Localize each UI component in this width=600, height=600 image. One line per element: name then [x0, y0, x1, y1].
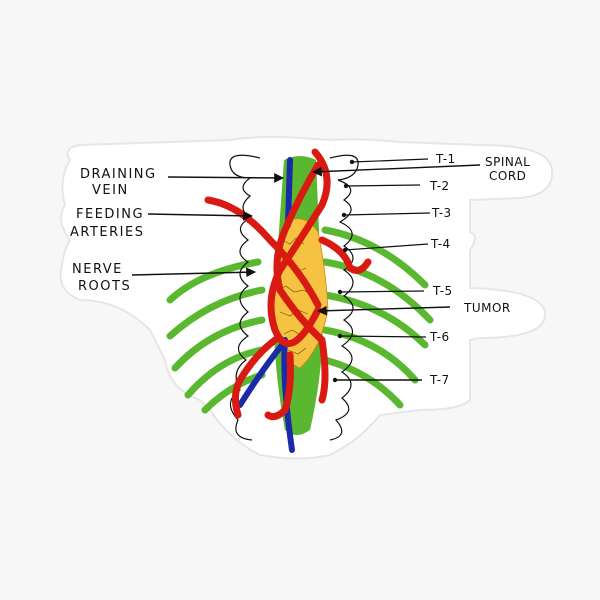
label-text: CORD: [489, 169, 526, 183]
label-t3: T-3: [341, 206, 452, 220]
label-text: ARTERIES: [70, 225, 144, 240]
label-t2: T-2: [343, 179, 450, 193]
feeding-arteries: [204, 148, 372, 421]
label-text: SPINAL: [485, 155, 530, 169]
label-text: T-7: [429, 373, 450, 387]
label-text: FEEDING: [76, 207, 144, 222]
label-t1: T-1: [349, 152, 456, 166]
label-t7: T-7: [332, 373, 450, 387]
nerve-roots: [166, 226, 434, 414]
label-t6: T-6: [337, 330, 450, 344]
label-text: T-5: [432, 284, 453, 298]
label-text: T-3: [431, 206, 452, 220]
leader-arrow: [312, 164, 481, 177]
label-text: NERVE: [72, 262, 123, 277]
label-text: T-1: [435, 152, 456, 166]
label-spinal-cord: SPINAL CORD: [312, 155, 530, 183]
label-nerve-roots: NERVE ROOTS: [72, 262, 256, 294]
label-feeding-arteries: FEEDING ARTERIES: [70, 207, 253, 240]
label-text: VEIN: [92, 183, 129, 198]
label-text: T-4: [430, 237, 451, 251]
label-text: T-2: [429, 179, 450, 193]
label-tumor: TUMOR: [317, 301, 511, 316]
leader-arrow: [131, 267, 256, 278]
label-text: ROOTS: [78, 279, 131, 294]
label-text: T-6: [429, 330, 450, 344]
label-t5: T-5: [337, 284, 453, 298]
leader-arrow: [167, 173, 284, 183]
label-text: DRAINING: [80, 167, 157, 182]
label-text: TUMOR: [463, 301, 511, 315]
label-t4: T-4: [342, 237, 451, 253]
label-draining-vein: DRAINING VEIN: [80, 167, 284, 198]
leader-arrow: [317, 305, 451, 316]
leader-arrow: [147, 210, 253, 221]
